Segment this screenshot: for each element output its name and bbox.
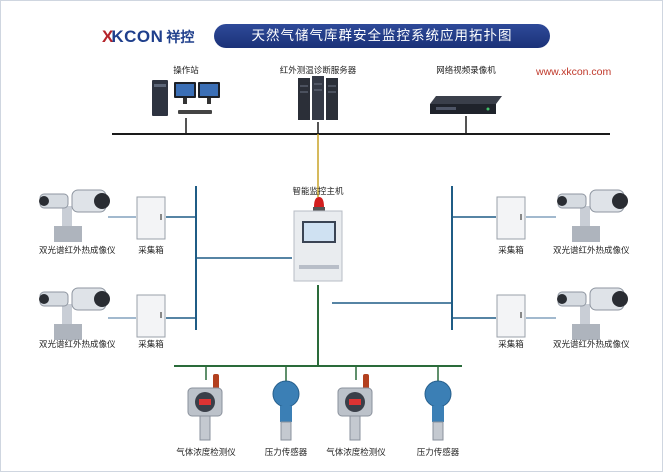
right-collection-box-2-icon [496,294,526,338]
server-icon [298,76,338,120]
right-thermal-camera-1-icon [557,189,628,242]
right-box-1-label: 采集箱 [498,246,524,256]
server-label: 红外测温诊断服务器 [279,66,357,76]
left-thermal-camera-2-icon [39,287,110,340]
left-camera-1-label: 双光谱红外热成像仪 [39,246,116,256]
pressure-sensor-1-icon [272,380,300,441]
right-collection-box-1-icon [496,196,526,240]
workstation-icon [152,80,220,116]
left-collection-box-1-icon [136,196,166,240]
pressure-sensor-1-label: 压力传感器 [264,448,308,458]
pressure-sensor-2-icon [424,380,452,441]
controller-label: 智能监控主机 [292,187,344,197]
video-recorder-icon [430,96,502,114]
pressure-sensor-2-label: 压力传感器 [416,448,460,458]
logo-mark: X [102,27,113,46]
left-box-1-label: 采集箱 [138,246,164,256]
right-camera-2-label: 双光谱红外热成像仪 [553,340,630,350]
gas-detector-2-icon [337,374,373,441]
logo-name: KCON [111,27,164,46]
controller-cabinet-icon [293,197,343,282]
left-camera-2-label: 双光谱红外热成像仪 [39,340,116,350]
right-box-2-label: 采集箱 [498,340,524,350]
left-thermal-camera-1-icon [39,189,110,242]
gas-detector-1-icon [187,374,223,441]
logo-cn-name: 祥控 [166,30,195,46]
xkcon-logo: X KCON 祥控 [102,24,194,50]
website-url: www.xkcon.com [536,66,612,78]
diagram-title: 天然气储气库群安全监控系统应用拓扑图 [214,24,550,48]
gas-detector-2-label: 气体浓度检测仪 [326,448,386,458]
right-camera-1-label: 双光谱红外热成像仪 [553,246,630,256]
workstation-label: 操作站 [173,66,199,76]
right-thermal-camera-2-icon [557,287,628,340]
left-box-2-label: 采集箱 [138,340,164,350]
gas-detector-1-label: 气体浓度检测仪 [176,448,236,458]
left-collection-box-2-icon [136,294,166,338]
recorder-label: 网络视频录像机 [436,66,496,76]
